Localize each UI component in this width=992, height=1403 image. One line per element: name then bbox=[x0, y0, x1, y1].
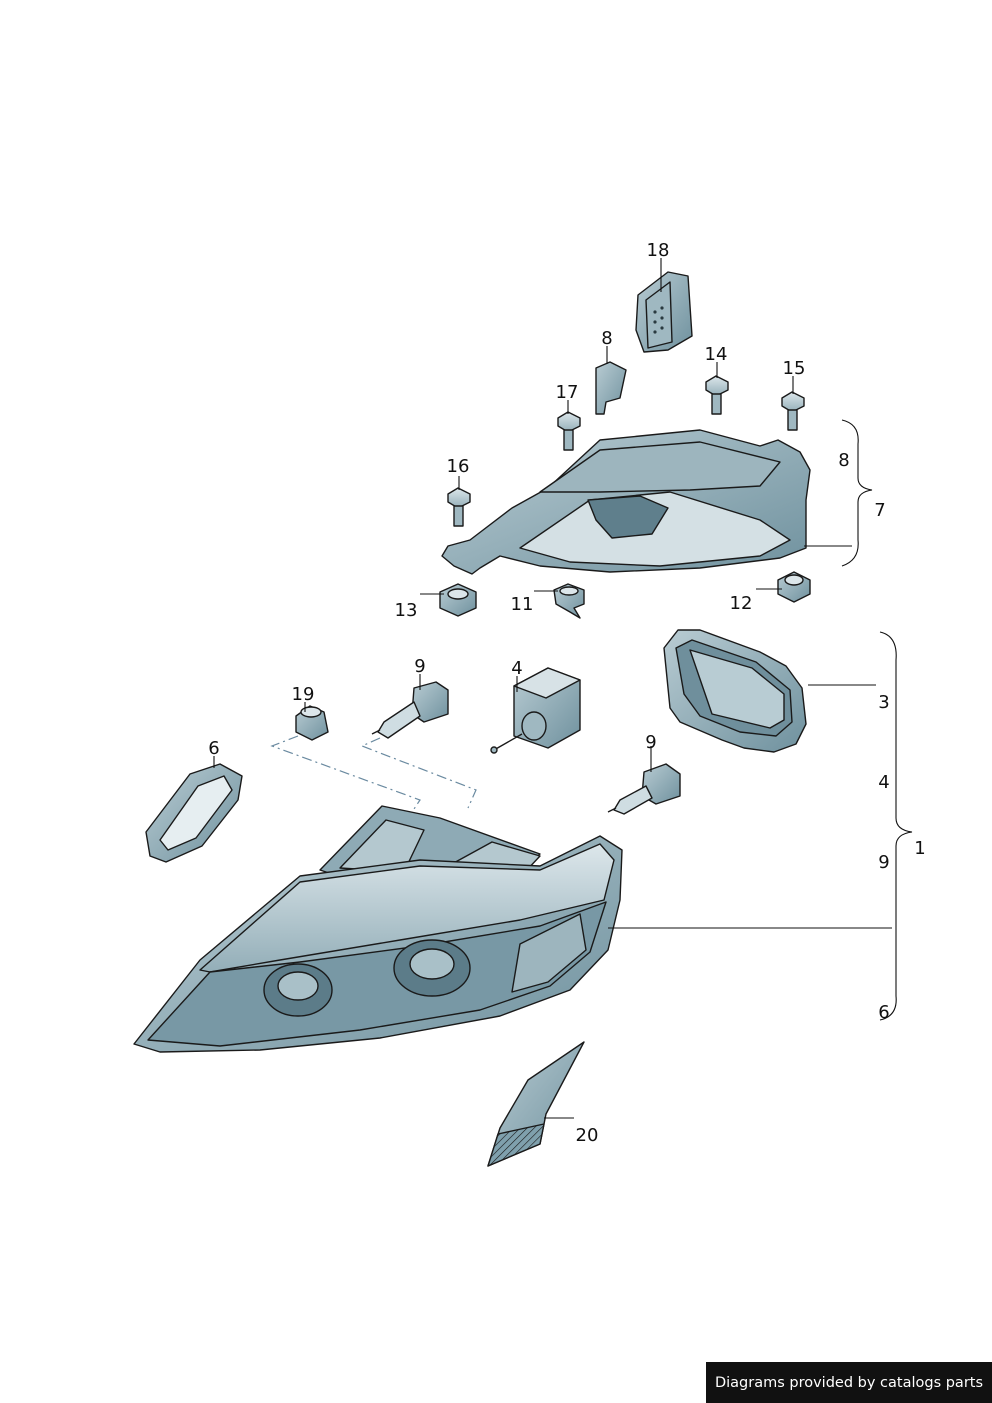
callout-11: 11 bbox=[511, 594, 534, 615]
callout-6-right: 6 bbox=[878, 1002, 889, 1023]
rear-cover-part-3 bbox=[663, 629, 807, 753]
brace-1 bbox=[879, 631, 913, 1021]
clip-part-8 bbox=[595, 361, 627, 415]
callout-9-a: 9 bbox=[414, 656, 425, 677]
screw-part-14 bbox=[705, 375, 729, 415]
callout-17: 17 bbox=[556, 382, 579, 403]
clip-part-12 bbox=[777, 571, 811, 603]
bracket-part-7 bbox=[441, 429, 811, 575]
screw-part-17 bbox=[557, 411, 581, 451]
callout-4-right: 4 bbox=[878, 772, 889, 793]
callout-16: 16 bbox=[447, 456, 470, 477]
callout-19: 19 bbox=[292, 684, 315, 705]
clip-part-11 bbox=[553, 583, 585, 619]
callout-20: 20 bbox=[576, 1125, 599, 1146]
bulb-part-9-a bbox=[371, 681, 449, 739]
callout-6: 6 bbox=[208, 738, 219, 759]
headlight-assembly bbox=[133, 805, 623, 1053]
leveling-motor-part-4 bbox=[490, 667, 581, 754]
callout-3: 3 bbox=[878, 692, 889, 713]
assembly-line-b bbox=[360, 737, 477, 809]
brace-8 bbox=[841, 419, 873, 567]
clip-part-13 bbox=[439, 583, 477, 617]
ring-part-6 bbox=[145, 763, 243, 863]
callout-18: 18 bbox=[647, 240, 670, 261]
callout-9-b: 9 bbox=[645, 732, 656, 753]
callout-9-right: 9 bbox=[878, 852, 889, 873]
connector-part-18 bbox=[635, 271, 693, 353]
callout-8: 8 bbox=[838, 450, 849, 471]
bulb-part-19 bbox=[295, 705, 329, 741]
assembly-line-a bbox=[270, 735, 421, 813]
bulb-part-9-b bbox=[607, 763, 681, 815]
screw-part-15 bbox=[781, 391, 805, 431]
screw-part-16 bbox=[447, 487, 471, 527]
callout-1: 1 bbox=[914, 838, 925, 859]
callout-7: 7 bbox=[874, 500, 885, 521]
strip-part-20 bbox=[487, 1041, 585, 1167]
callout-8-top: 8 bbox=[601, 328, 612, 349]
callout-4: 4 bbox=[511, 658, 522, 679]
attribution-banner: Diagrams provided by catalogs parts bbox=[706, 1362, 992, 1403]
callout-12: 12 bbox=[730, 593, 753, 614]
callout-13: 13 bbox=[395, 600, 418, 621]
callout-14: 14 bbox=[705, 344, 728, 365]
attribution-text: Diagrams provided by catalogs parts bbox=[714, 1374, 984, 1391]
callout-15: 15 bbox=[783, 358, 806, 379]
